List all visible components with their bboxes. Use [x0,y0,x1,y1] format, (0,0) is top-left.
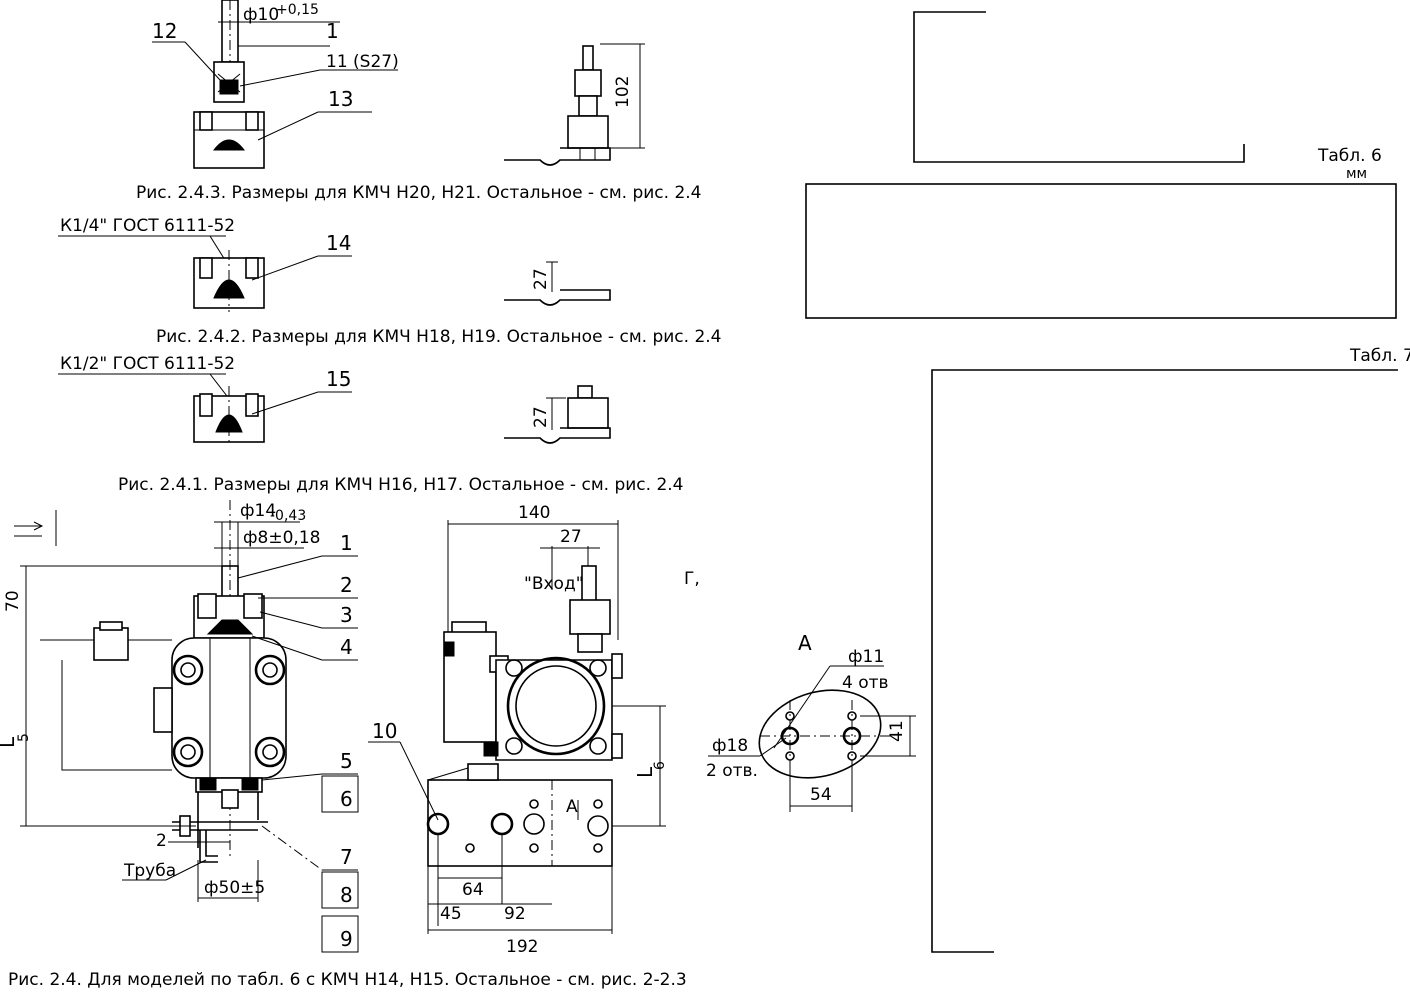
table-6-unit: мм [1346,166,1367,182]
fig-2-4-side-view: 140 27 "Вход" [8,503,687,990]
leader-f24-9: 9 [340,927,353,951]
fig-2-4-3: ф10 +0,15 1 11 (S27) 12 13 102 Рис. 2.4.… [136,0,701,203]
dim-54: 54 [810,785,832,805]
dia-14-tolerance: -0,43 [270,508,306,524]
table-7-frame [931,369,1398,953]
leader-f24-5: 5 [340,749,353,773]
holes-4-label: 4 отв [842,673,889,693]
leader-13: 13 [328,87,353,111]
table-6-label: Табл. 6 [1317,146,1382,166]
dim-l5: L [0,736,19,748]
dim-l6: L [633,766,657,778]
dim-70: 70 [3,590,23,612]
leader-11-s27: 11 (S27) [326,52,399,72]
dim-l6-subscript: 6 [652,761,668,770]
dia-10-tolerance: +0,15 [276,2,319,18]
stray-mark: Г, [684,569,700,589]
dia-11-label: ф11 [848,647,884,667]
dim-27-c: 27 [560,527,582,547]
dim-2: 2 [156,831,167,851]
thread-k12: К1/2" ГОСТ 6111-52 [60,354,235,374]
leader-f24-6: 6 [340,787,353,811]
leader-f24-2: 2 [340,573,353,597]
inlet-label: "Вход" [524,574,584,594]
dim-92: 92 [504,904,526,924]
table-6-frame [805,183,1397,319]
dim-41: 41 [887,720,907,742]
dia-14-label: ф14 [240,501,276,521]
dim-64: 64 [462,880,484,900]
dim-27-a: 27 [531,268,551,290]
dia-10-label: ф10 [243,5,279,25]
leader-f24-7: 7 [340,845,353,869]
fig-2-4-2: К1/4" ГОСТ 6111-52 14 27 Рис. 2.4.2. Раз… [58,216,721,347]
view-a-title: А [798,631,812,655]
leader-1: 1 [326,19,339,43]
leader-f24-4: 4 [340,635,353,659]
leader-f24-3: 3 [340,603,353,627]
table-7-label: Табл. 7 [1349,346,1410,366]
leader-14: 14 [326,231,351,255]
dia-8-label: ф8±0,18 [243,528,320,548]
dim-45: 45 [440,904,462,924]
leader-f24-1: 1 [340,531,353,555]
thread-k14: К1/4" ГОСТ 6111-52 [60,216,235,236]
fig-2-4-caption: Рис. 2.4. Для моделей по табл. 6 с КМЧ Н… [8,970,687,990]
fig-2-4-1: К1/2" ГОСТ 6111-52 15 27 Рис. 2.4.1. Раз… [58,354,683,495]
table-frames: Табл. 6 мм Табл. 7 [805,11,1410,953]
dim-102: 102 [613,76,633,108]
view-a-marker: А [566,797,578,817]
dia-50-label: ф50±5 [204,878,265,898]
fig-2-4-2-caption: Рис. 2.4.2. Размеры для КМЧ Н18, Н19. Ос… [156,327,721,347]
leader-15: 15 [326,367,351,391]
fig-2-4-front-view: ф14 -0,43 ф8±0,18 [0,500,359,953]
fig-2-4-3-caption: Рис. 2.4.3. Размеры для КМЧ Н20, Н21. Ос… [136,183,701,203]
holes-2-label: 2 отв. [706,761,758,781]
leader-f24-10: 10 [372,719,397,743]
view-a-detail: Г, А ф11 4 отв ф18 2 отв. 41 54 [684,569,916,812]
leader-f24-8: 8 [340,883,353,907]
dim-l5-subscript: 5 [16,733,32,742]
fig-2-4-1-caption: Рис. 2.4.1. Размеры для КМЧ Н16, Н17. Ос… [118,475,683,495]
pipe-label: Труба [123,861,176,881]
dim-192: 192 [506,937,538,957]
blank-frame-top [913,11,1245,163]
dim-27-b: 27 [531,406,551,428]
dia-18-label: ф18 [712,736,748,756]
leader-12: 12 [152,19,177,43]
dim-140: 140 [518,503,550,523]
